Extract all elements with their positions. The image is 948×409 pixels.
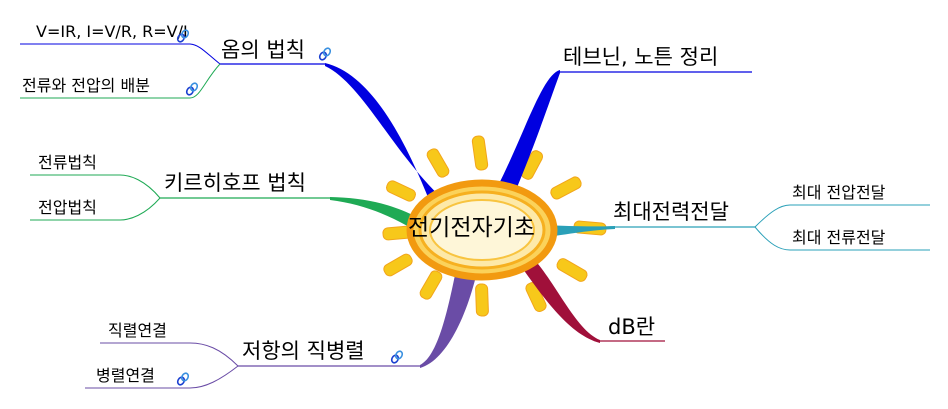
subtopic-max-current[interactable]: 최대 전류전달 xyxy=(792,228,886,247)
subtopic-ohm-division[interactable]: 전류와 전압의 배분 xyxy=(22,76,150,95)
hyperlink-icon[interactable] xyxy=(176,372,190,386)
branch-maxpower-line xyxy=(540,225,615,238)
subtopic-parallel[interactable]: 병렬연결 xyxy=(96,366,155,385)
hyperlink-icon[interactable] xyxy=(390,350,404,364)
hyperlink-icon[interactable] xyxy=(176,29,190,43)
subtopic-ohm-formula[interactable]: V=IR, I=V/R, R=V/I xyxy=(36,22,188,41)
sun-rays xyxy=(382,135,607,317)
subtopic-voltage-law[interactable]: 전압법칙 xyxy=(38,198,97,217)
topic-maxpower[interactable]: 최대전력전달 xyxy=(613,200,729,224)
subtopic-max-voltage[interactable]: 최대 전압전달 xyxy=(792,183,886,202)
topic-kirchhoff[interactable]: 키르히호프 법칙 xyxy=(164,171,306,195)
topic-ohm[interactable]: 옴의 법칙 xyxy=(221,38,305,62)
topic-resistance[interactable]: 저항의 직병렬 xyxy=(242,339,365,363)
subtopic-current-law[interactable]: 전류법칙 xyxy=(38,153,97,172)
hyperlink-icon[interactable] xyxy=(318,47,332,61)
hyperlink-icon[interactable] xyxy=(185,82,199,96)
branch-db-line xyxy=(518,255,600,343)
branch-thevenin-line xyxy=(485,70,560,215)
topic-thevenin[interactable]: 테브닌, 노튼 정리 xyxy=(563,45,719,69)
center-topic[interactable]: 전기전자기초 xyxy=(408,215,535,241)
topic-db[interactable]: dB란 xyxy=(608,315,656,339)
subtopic-series[interactable]: 직렬연결 xyxy=(108,321,167,340)
sun-center xyxy=(406,179,558,281)
branch-resistance-line xyxy=(420,250,480,368)
